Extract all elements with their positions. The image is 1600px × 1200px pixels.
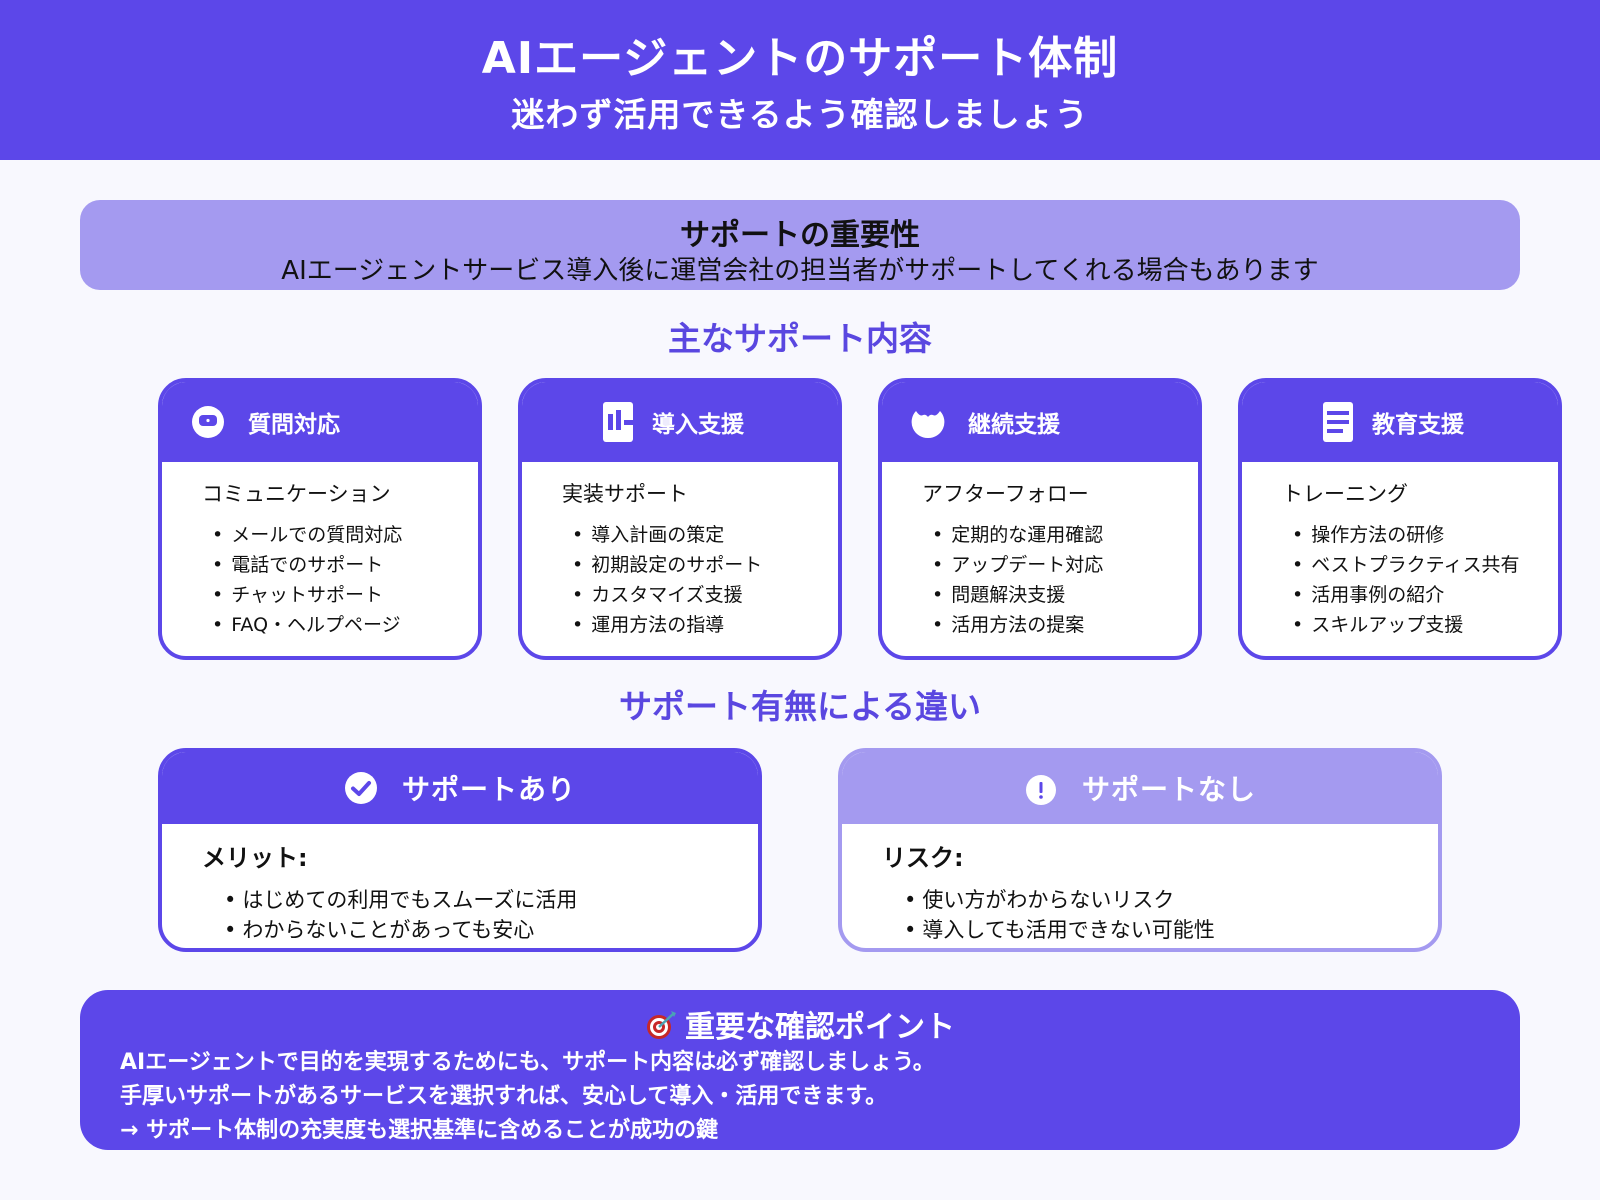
card-body: トレーニング 操作方法の研修 ベストプラクティス共有 活用事例の紹介 スキルアッ…: [1242, 462, 1558, 640]
without-support-panel: サポートなし リスク: 使い方がわからないリスク 導入しても活用できない可能性: [838, 748, 1442, 952]
support-card-question: 質問対応 コミュニケーション メールでの質問対応 電話でのサポート チャットサポ…: [158, 378, 482, 660]
page-subtitle: 迷わず活用できるよう確認しましょう: [511, 95, 1089, 134]
card-body: アフターフォロー 定期的な運用確認 アップデート対応 問題解決支援 活用方法の提…: [882, 462, 1198, 640]
list-item: アップデート対応: [932, 550, 1198, 580]
risk-label: リスク:: [882, 844, 964, 872]
list-item: 活用事例の紹介: [1292, 580, 1558, 610]
card-body: コミュニケーション メールでの質問対応 電話でのサポート チャットサポート FA…: [162, 462, 478, 640]
with-support-panel: サポートあり メリット: はじめての利用でもスムーズに活用 わからないことがあっ…: [158, 748, 762, 952]
list-item: はじめての利用でもスムーズに活用: [224, 885, 758, 915]
key-point-line-2: 手厚いサポートがあるサービスを選択すれば、安心して導入・活用できます。: [120, 1084, 888, 1109]
importance-banner: サポートの重要性 AIエージェントサービス導入後に運営会社の担当者がサポートして…: [80, 200, 1520, 290]
exclamation-circle-icon: [1024, 771, 1058, 805]
without-support-label: サポートなし: [1081, 773, 1256, 806]
card-label: 導入支援: [652, 412, 744, 438]
support-card-continuous: 継続支援 アフターフォロー 定期的な運用確認 アップデート対応 問題解決支援 活…: [878, 378, 1202, 660]
chat-bubble-icon: [190, 404, 226, 440]
list-item: 使い方がわからないリスク: [904, 885, 1438, 915]
card-header: 導入支援: [522, 382, 838, 462]
with-support-label: サポートあり: [401, 773, 576, 806]
bar-chart-icon: [600, 402, 636, 442]
page-title: AIエージェントのサポート体制: [481, 33, 1119, 84]
check-circle-icon: [344, 771, 378, 805]
list-item: メールでの質問対応: [212, 520, 478, 550]
card-subtitle: コミュニケーション: [202, 482, 391, 506]
key-point-line-1: AIエージェントで目的を実現するためにも、サポート内容は必ず確認しましょう。: [120, 1050, 935, 1075]
list-item: 操作方法の研修: [1292, 520, 1558, 550]
key-point-title: 重要な確認ポイント: [685, 1010, 955, 1045]
card-body: 実装サポート 導入計画の策定 初期設定のサポート カスタマイズ支援 運用方法の指…: [522, 462, 838, 640]
card-label: 継続支援: [968, 412, 1060, 438]
card-list: 操作方法の研修 ベストプラクティス共有 活用事例の紹介 スキルアップ支援: [1282, 520, 1558, 640]
list-item: ベストプラクティス共有: [1292, 550, 1558, 580]
main-support-section-title: 主なサポート内容: [668, 319, 932, 358]
list-item: 定期的な運用確認: [932, 520, 1198, 550]
list-item: 導入しても活用できない可能性: [904, 915, 1438, 945]
without-support-header: サポートなし: [842, 752, 1438, 824]
card-header: 継続支援: [882, 382, 1198, 462]
comparison-section-title: サポート有無による違い: [618, 687, 981, 726]
merit-list: はじめての利用でもスムーズに活用 わからないことがあっても安心: [202, 885, 758, 945]
card-header: 質問対応: [162, 382, 478, 462]
document-icon: [1320, 402, 1356, 442]
key-point-panel: 重要な確認ポイント AIエージェントで目的を実現するためにも、サポート内容は必ず…: [80, 990, 1520, 1150]
support-card-education: 教育支援 トレーニング 操作方法の研修 ベストプラクティス共有 活用事例の紹介 …: [1238, 378, 1562, 660]
target-dart-icon: [645, 1007, 679, 1041]
page-header: AIエージェントのサポート体制 迷わず活用できるよう確認しましょう: [0, 0, 1600, 160]
list-item: スキルアップ支援: [1292, 610, 1558, 640]
with-support-header: サポートあり: [162, 752, 758, 824]
list-item: 運用方法の指導: [572, 610, 838, 640]
list-item: 電話でのサポート: [212, 550, 478, 580]
list-item: カスタマイズ支援: [572, 580, 838, 610]
list-item: FAQ・ヘルプページ: [212, 610, 478, 640]
card-header: 教育支援: [1242, 382, 1558, 462]
importance-text: AIエージェントサービス導入後に運営会社の担当者がサポートしてくれる場合もありま…: [281, 256, 1319, 286]
support-card-onboarding: 導入支援 実装サポート 導入計画の策定 初期設定のサポート カスタマイズ支援 運…: [518, 378, 842, 660]
card-label: 質問対応: [248, 412, 340, 438]
card-subtitle: トレーニング: [1282, 482, 1408, 506]
merit-label: メリット:: [202, 844, 308, 872]
list-item: チャットサポート: [212, 580, 478, 610]
card-list: 導入計画の策定 初期設定のサポート カスタマイズ支援 運用方法の指導: [562, 520, 838, 640]
risk-list: 使い方がわからないリスク 導入しても活用できない可能性: [882, 885, 1438, 945]
list-item: 問題解決支援: [932, 580, 1198, 610]
card-subtitle: 実装サポート: [562, 482, 688, 506]
card-list: 定期的な運用確認 アップデート対応 問題解決支援 活用方法の提案: [922, 520, 1198, 640]
card-list: メールでの質問対応 電話でのサポート チャットサポート FAQ・ヘルプページ: [202, 520, 478, 640]
with-support-body: メリット: はじめての利用でもスムーズに活用 わからないことがあっても安心: [162, 824, 758, 945]
list-item: 導入計画の策定: [572, 520, 838, 550]
circle-handshake-icon: [910, 404, 946, 440]
list-item: わからないことがあっても安心: [224, 915, 758, 945]
card-label: 教育支援: [1372, 412, 1464, 438]
importance-title: サポートの重要性: [680, 218, 920, 253]
card-subtitle: アフターフォロー: [922, 482, 1089, 506]
without-support-body: リスク: 使い方がわからないリスク 導入しても活用できない可能性: [842, 824, 1438, 945]
list-item: 初期設定のサポート: [572, 550, 838, 580]
key-point-line-3: → サポート体制の充実度も選択基準に含めることが成功の鍵: [120, 1118, 719, 1143]
key-point-title-row: 重要な確認ポイント: [80, 1002, 1520, 1046]
list-item: 活用方法の提案: [932, 610, 1198, 640]
